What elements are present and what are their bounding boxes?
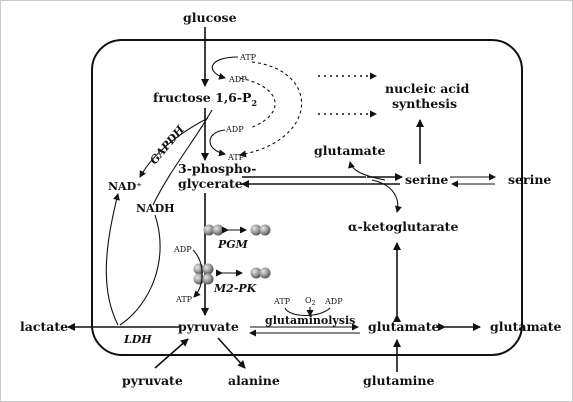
label-glucose: glucose xyxy=(183,10,237,25)
label-atp-4: ATP xyxy=(273,297,291,306)
arrow-to-glutamate-top xyxy=(348,161,386,181)
cell-boundary xyxy=(91,39,523,356)
label-phospho-2: glycerate xyxy=(178,176,243,191)
arrow-nadh-gapdh xyxy=(152,109,213,206)
label-atp-1: ATP xyxy=(239,53,257,62)
pgm-dimer-spheres xyxy=(203,224,271,236)
label-glutamate-inner: glutamate xyxy=(368,319,440,334)
ldh-nad-loop xyxy=(105,193,120,326)
label-glutamine: glutamine xyxy=(363,373,435,388)
label-adp-4: ADP xyxy=(324,297,343,306)
arrow-serine-aketo xyxy=(371,179,402,213)
label-nad-plus: NAD⁺ xyxy=(108,180,142,193)
label-pyruvate-bottom: pyruvate xyxy=(122,373,183,388)
label-pgm: PGM xyxy=(217,238,249,251)
arrow-pyruvate-import xyxy=(154,338,189,369)
label-nucleic-2: synthesis xyxy=(392,96,457,111)
label-pyruvate-center: pyruvate xyxy=(178,319,239,334)
glutaminolysis-atp-adp-curve xyxy=(284,307,331,317)
label-fructose: fructose 1,6-P2 xyxy=(153,90,257,108)
label-lactate: lactate xyxy=(20,319,68,334)
label-atp-3: ATP xyxy=(175,295,193,304)
arrow-gapdh-nad xyxy=(139,117,209,178)
label-glutamate-top: glutamate xyxy=(314,143,386,158)
label-adp-3: ADP xyxy=(173,245,192,254)
label-serine-in: serine xyxy=(405,172,448,187)
label-serine-out: serine xyxy=(508,172,551,187)
ldh-nadh-loop xyxy=(119,214,161,326)
label-m2pk: M2-PK xyxy=(213,282,257,295)
dashed-feedback-arrow-2 xyxy=(239,61,303,158)
arrow-adp-atp-loop-2 xyxy=(209,129,226,157)
label-adp-1: ADP xyxy=(228,75,247,84)
arrow-atp-adp-loop-1 xyxy=(211,56,239,80)
label-ldh: LDH xyxy=(123,333,152,346)
label-nucleic-1: nucleic acid xyxy=(385,81,470,96)
label-glutaminolysis: glutaminolysis xyxy=(265,314,355,327)
label-alanine: alanine xyxy=(228,373,280,388)
arrow-adp-atp-loop-3 xyxy=(192,249,203,298)
label-atp-2: ATP xyxy=(227,153,245,162)
label-o2: O2 xyxy=(305,296,316,307)
label-adp-2: ADP xyxy=(225,125,244,134)
label-phospho-1: 3-phospho- xyxy=(178,161,256,176)
label-alpha-ketoglutarate: α-ketoglutarate xyxy=(348,219,458,234)
arrow-pyruvate-alanine xyxy=(217,337,246,369)
dashed-feedback-arrow-1 xyxy=(239,77,276,129)
label-glutamate-outer: glutamate xyxy=(490,319,562,334)
label-nadh: NADH xyxy=(136,202,175,215)
